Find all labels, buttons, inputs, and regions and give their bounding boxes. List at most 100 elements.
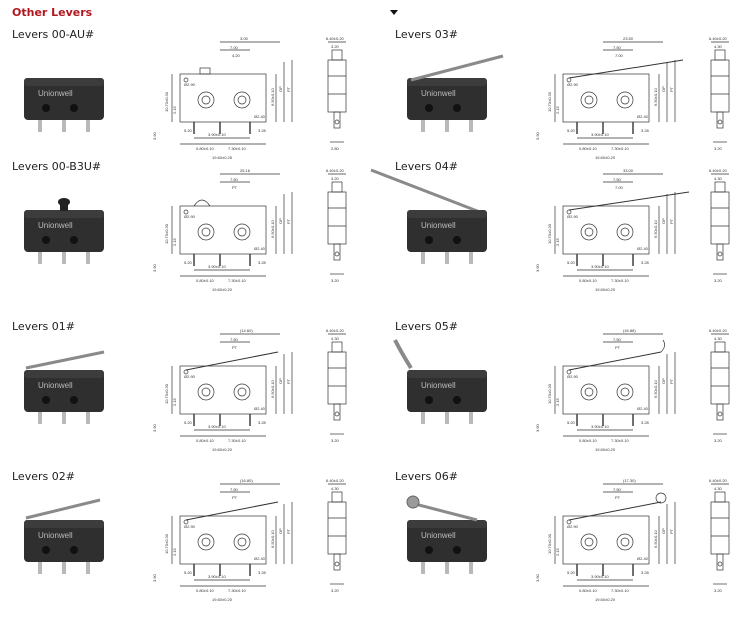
terminal-pin xyxy=(62,412,66,424)
caret-down-icon xyxy=(390,10,398,15)
mount-hole-outline xyxy=(616,533,634,551)
dimension-label: 7.00 xyxy=(615,185,624,190)
terminal-pin xyxy=(86,120,90,132)
side-view-drawing: 6.40±0.204.303.20 xyxy=(709,478,730,593)
dimension-label: 7.30±0.10 xyxy=(611,438,630,443)
brand-logo: Unionwell xyxy=(421,381,456,390)
dimension-label: (16.80) xyxy=(240,478,253,483)
lever-arm xyxy=(393,339,413,370)
dimension-label: PT xyxy=(286,218,291,224)
dimension-label: 3.28 xyxy=(258,420,267,425)
dimension-label: 19.60±0.20 xyxy=(212,597,233,602)
side-actuator-outline xyxy=(714,49,726,61)
dimension-label: 4.30 xyxy=(714,44,723,49)
terminal-pin xyxy=(445,252,449,264)
brand-logo: Unionwell xyxy=(38,531,73,540)
dimension-label: 10.70±0.30 xyxy=(164,223,169,244)
terminal-pin xyxy=(445,120,449,132)
dimension-label: 6.40±0.20 xyxy=(326,168,345,173)
side-pin-outline xyxy=(333,403,341,421)
plunger-cap xyxy=(58,198,70,206)
mount-hole-inner xyxy=(584,387,594,397)
switch-body-top xyxy=(24,520,104,528)
side-body-outline xyxy=(327,191,347,245)
terminal-pin xyxy=(38,562,42,574)
dimension-label: 2.15 xyxy=(172,237,177,246)
dimension-label: 3.20 xyxy=(331,44,340,49)
dimension-label: 4.30 xyxy=(714,486,723,491)
body-outline xyxy=(562,73,650,123)
body-outline xyxy=(179,73,267,123)
mount-hole-inner xyxy=(201,537,211,547)
mount-hole-outline xyxy=(233,533,251,551)
dimension-label: PT xyxy=(669,528,674,534)
dimension-label: PT xyxy=(286,528,291,534)
dimension-label: 2.15 xyxy=(555,547,560,556)
dimension-label: Ø2.90 xyxy=(184,524,196,529)
dimension-label: 0.80±0.10 xyxy=(196,146,215,151)
lever-curl-outline xyxy=(660,339,665,353)
dimension-label: 7.30±0.10 xyxy=(228,438,247,443)
terminal-pin xyxy=(445,562,449,574)
dimension-label: 7.50 xyxy=(613,487,622,492)
dimension-label: 6.50±0.10 xyxy=(270,87,275,106)
mount-hole xyxy=(70,104,78,112)
mount-hole-inner xyxy=(237,387,247,397)
dimension-label: 10.70±0.30 xyxy=(547,91,552,112)
switch-photo: Unionwell xyxy=(24,350,105,424)
dimension-label: 6.50±0.10 xyxy=(653,219,658,238)
dimension-label: 0.80±0.10 xyxy=(579,278,598,283)
dimension-label: Ø2.40 xyxy=(637,556,649,561)
dimension-label: 3.90±0.10 xyxy=(208,424,227,429)
side-view-drawing: 6.40±0.203.202.80 xyxy=(326,36,347,151)
plunger-outline xyxy=(199,67,211,75)
terminal-pin xyxy=(469,412,473,424)
dimension-label: 3.20 xyxy=(714,278,723,283)
terminal-pin xyxy=(421,562,425,574)
dimension-label: 5.20 xyxy=(184,570,193,575)
mount-hole-inner xyxy=(584,537,594,547)
brand-logo: Unionwell xyxy=(421,221,456,230)
dimension-label: 2.80 xyxy=(331,146,340,151)
side-pin-outline xyxy=(716,553,724,571)
terminal-pin xyxy=(62,252,66,264)
dimension-label: 0.80±0.10 xyxy=(579,438,598,443)
terminal-pin xyxy=(421,412,425,424)
dimension-label: 7.30±0.10 xyxy=(228,146,247,151)
side-pin-outline xyxy=(716,243,724,261)
body-outline xyxy=(562,365,650,415)
dimension-label: PT xyxy=(232,345,238,350)
lever-outline xyxy=(568,59,684,79)
dimension-label: 3.20 xyxy=(331,278,340,283)
switch-photo: Unionwell xyxy=(406,495,487,574)
lever-outline xyxy=(185,351,279,371)
dimension-label: 6.40±0.20 xyxy=(709,168,728,173)
terminal-pin xyxy=(469,562,473,574)
dimension-label: 2.15 xyxy=(555,397,560,406)
dimension-label: 6.40±0.20 xyxy=(326,328,345,333)
brand-logo: Unionwell xyxy=(38,381,73,390)
mount-hole xyxy=(42,396,50,404)
mount-hole xyxy=(42,236,50,244)
dimension-label: 0.80±0.10 xyxy=(579,588,598,593)
dimension-label: 3.20 xyxy=(331,588,340,593)
terminal-pin xyxy=(38,252,42,264)
terminal-pin xyxy=(86,412,90,424)
roller-outline xyxy=(655,492,667,504)
terminal-pin xyxy=(38,120,42,132)
dimension-label: 3.90 xyxy=(152,423,157,432)
terminal-pin xyxy=(469,120,473,132)
side-body-outline xyxy=(710,351,730,405)
dimension-label: 10.70±0.30 xyxy=(547,223,552,244)
dimension-label: 7.30±0.10 xyxy=(611,588,630,593)
dimension-label: 5.20 xyxy=(184,128,193,133)
side-actuator-outline xyxy=(331,341,343,353)
side-pin-outline xyxy=(333,111,341,129)
dimension-label: OP xyxy=(278,218,283,224)
